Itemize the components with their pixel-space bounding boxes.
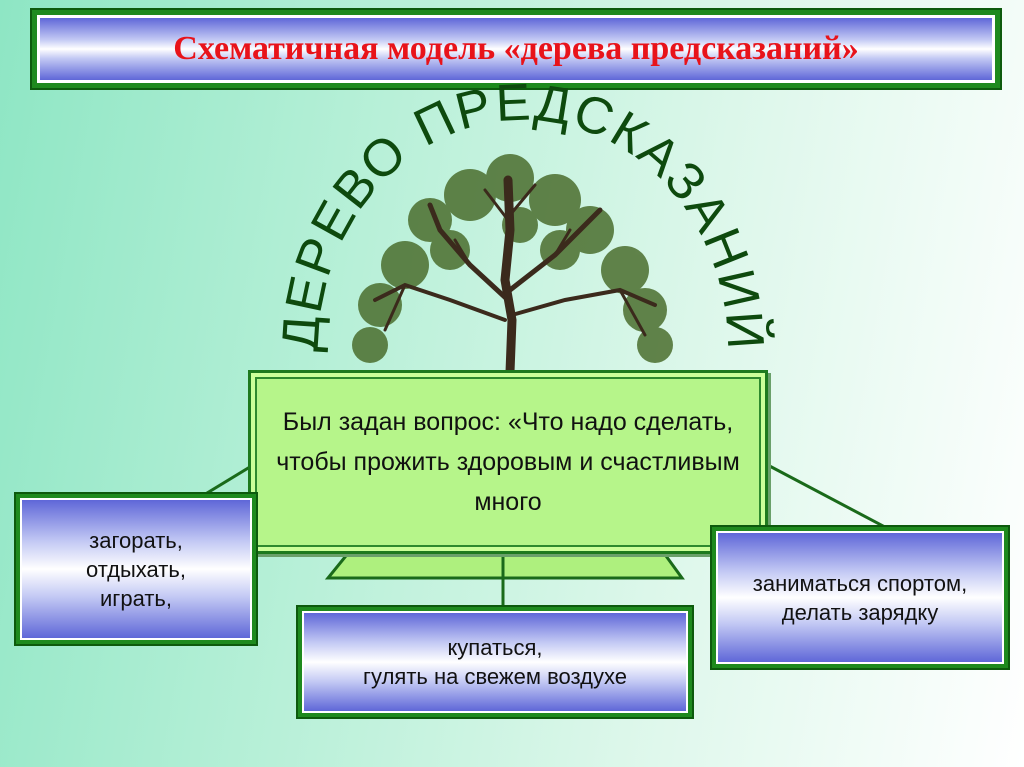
answer-center-line: гулять на свежем воздухе — [363, 664, 627, 689]
answer-box-right-inner: заниматься спортом, делать зарядку — [716, 531, 1004, 664]
tree-foliage — [352, 154, 673, 363]
answer-box-center-inner: купаться, гулять на свежем воздухе — [302, 611, 688, 713]
title-banner-inner: Схематичная модель «дерева предсказаний» — [37, 15, 995, 83]
slide-title: Схематичная модель «дерева предсказаний» — [173, 30, 859, 67]
question-text: Был задан вопрос: «Что надо сделать, что… — [276, 408, 740, 516]
answer-left-line: отдыхать, — [86, 556, 186, 582]
answer-box-right: заниматься спортом, делать зарядку — [710, 525, 1010, 670]
answer-right-line: делать зарядку — [781, 599, 939, 625]
question-box-inner: Был задан вопрос: «Что надо сделать, что… — [255, 377, 761, 547]
question-box: Был задан вопрос: «Что надо сделать, что… — [248, 370, 768, 554]
answer-box-center: купаться, гулять на свежем воздухе — [296, 605, 694, 719]
answer-left-line: загорать, — [89, 527, 183, 553]
tree-illustration — [352, 154, 673, 377]
answer-center-line: купаться, — [447, 635, 543, 660]
answer-box-left: загорать, отдыхать, играть, — [14, 492, 258, 646]
answer-box-left-inner: загорать, отдыхать, играть, — [20, 498, 252, 640]
title-banner: Схематичная модель «дерева предсказаний» — [30, 8, 1002, 90]
answer-left-line: играть, — [100, 585, 172, 611]
tree-branches — [373, 175, 657, 377]
answer-right-line: заниматься спортом, — [752, 570, 968, 596]
